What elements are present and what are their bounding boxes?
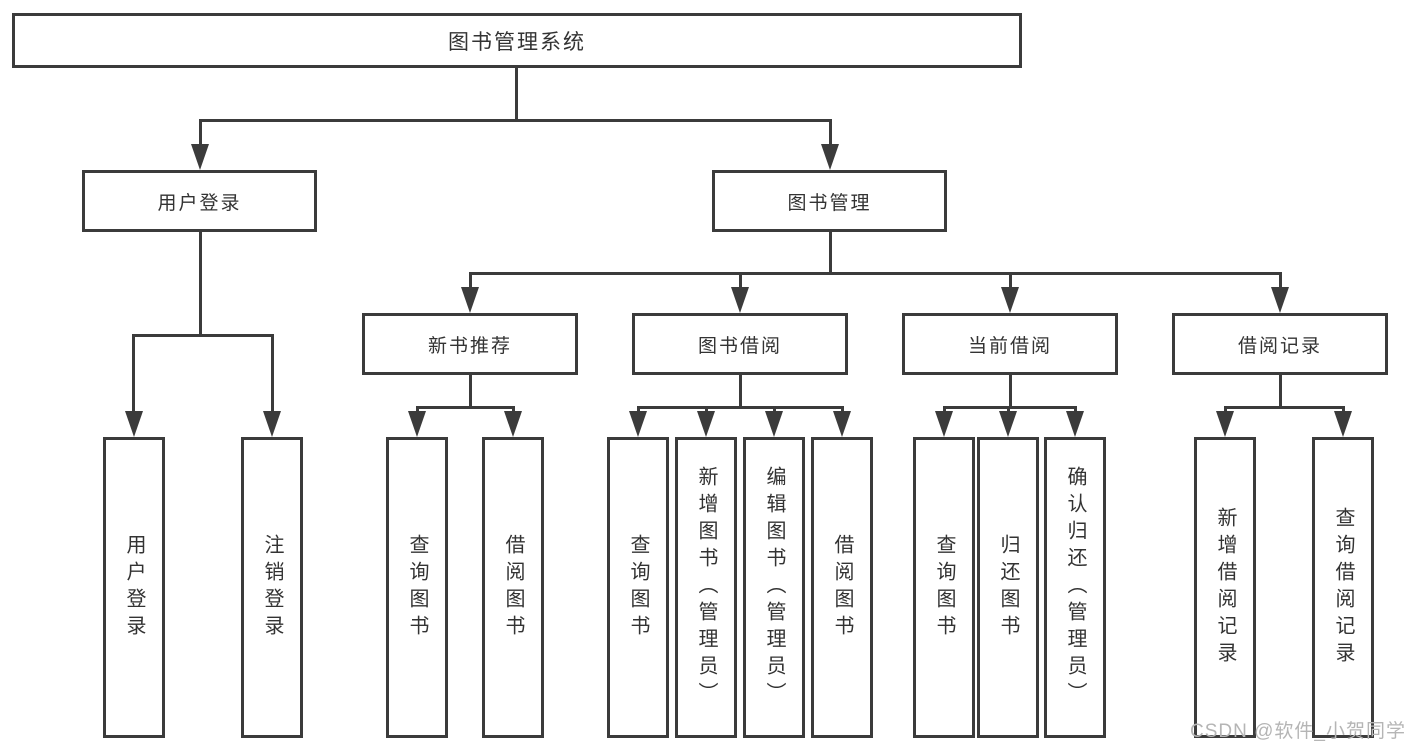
arrow-down-icon <box>1001 287 1019 313</box>
leaf-logout: 注销登录 <box>241 437 303 738</box>
arrow-down-icon <box>833 411 851 437</box>
leaf-records-query-record: 查询借阅记录 <box>1312 437 1374 738</box>
connector-line-v <box>739 375 742 409</box>
arrow-down-icon <box>263 411 281 437</box>
arrow-down-icon <box>191 144 209 170</box>
arrow-down-icon <box>1271 287 1289 313</box>
connector-line-v <box>199 232 202 337</box>
node-new-book-recommend: 新书推荐 <box>362 313 578 375</box>
watermark: CSDN @软件_小贺同学 <box>1190 721 1405 742</box>
arrow-down-icon <box>731 287 749 313</box>
connector-line-v <box>1009 375 1012 409</box>
arrow-down-icon <box>461 287 479 313</box>
node-book-management: 图书管理 <box>712 170 947 232</box>
leaf-user-login: 用户登录 <box>103 437 165 738</box>
connector-line-v <box>1009 272 1012 292</box>
arrow-down-icon <box>629 411 647 437</box>
connector-line-v <box>829 119 832 148</box>
connector-line-v <box>515 68 518 122</box>
arrow-down-icon <box>1066 411 1084 437</box>
connector-line-h <box>199 119 832 122</box>
leaf-borrow-edit-book-admin: 编辑图书（管理员） <box>743 437 805 738</box>
connector-line-h <box>469 272 1282 275</box>
leaf-borrow-borrow-books: 借阅图书 <box>811 437 873 738</box>
connector-line-v <box>829 232 832 275</box>
arrow-down-icon <box>765 411 783 437</box>
connector-line-v <box>469 375 472 409</box>
connector-line-v <box>132 334 135 414</box>
arrow-down-icon <box>408 411 426 437</box>
connector-line-v <box>1279 272 1282 292</box>
leaf-borrow-query-books: 查询图书 <box>607 437 669 738</box>
arrow-down-icon <box>821 144 839 170</box>
leaf-borrow-add-book-admin: 新增图书（管理员） <box>675 437 737 738</box>
leaf-newbook-borrow-books: 借阅图书 <box>482 437 544 738</box>
connector-line-h <box>132 334 273 337</box>
arrow-down-icon <box>1216 411 1234 437</box>
arrow-down-icon <box>935 411 953 437</box>
connector-line-h <box>1224 406 1344 409</box>
leaf-current-confirm-return-admin: 确认归还（管理员） <box>1044 437 1106 738</box>
connector-line-v <box>1279 375 1282 409</box>
node-borrow-records: 借阅记录 <box>1172 313 1388 375</box>
connector-line-v <box>739 272 742 292</box>
node-user-login: 用户登录 <box>82 170 317 232</box>
arrow-down-icon <box>504 411 522 437</box>
leaf-current-return-books: 归还图书 <box>977 437 1039 738</box>
connector-line-h <box>637 406 843 409</box>
connector-line-v <box>271 334 274 414</box>
arrow-down-icon <box>999 411 1017 437</box>
connector-line-v <box>199 119 202 148</box>
node-current-borrow: 当前借阅 <box>902 313 1118 375</box>
arrow-down-icon <box>697 411 715 437</box>
connector-line-v <box>469 272 472 292</box>
leaf-current-query-books: 查询图书 <box>913 437 975 738</box>
arrow-down-icon <box>125 411 143 437</box>
node-library-management-system: 图书管理系统 <box>12 13 1022 68</box>
connector-line-h <box>416 406 514 409</box>
arrow-down-icon <box>1334 411 1352 437</box>
node-book-borrow: 图书借阅 <box>632 313 848 375</box>
leaf-records-add-record: 新增借阅记录 <box>1194 437 1256 738</box>
leaf-newbook-query-books: 查询图书 <box>386 437 448 738</box>
